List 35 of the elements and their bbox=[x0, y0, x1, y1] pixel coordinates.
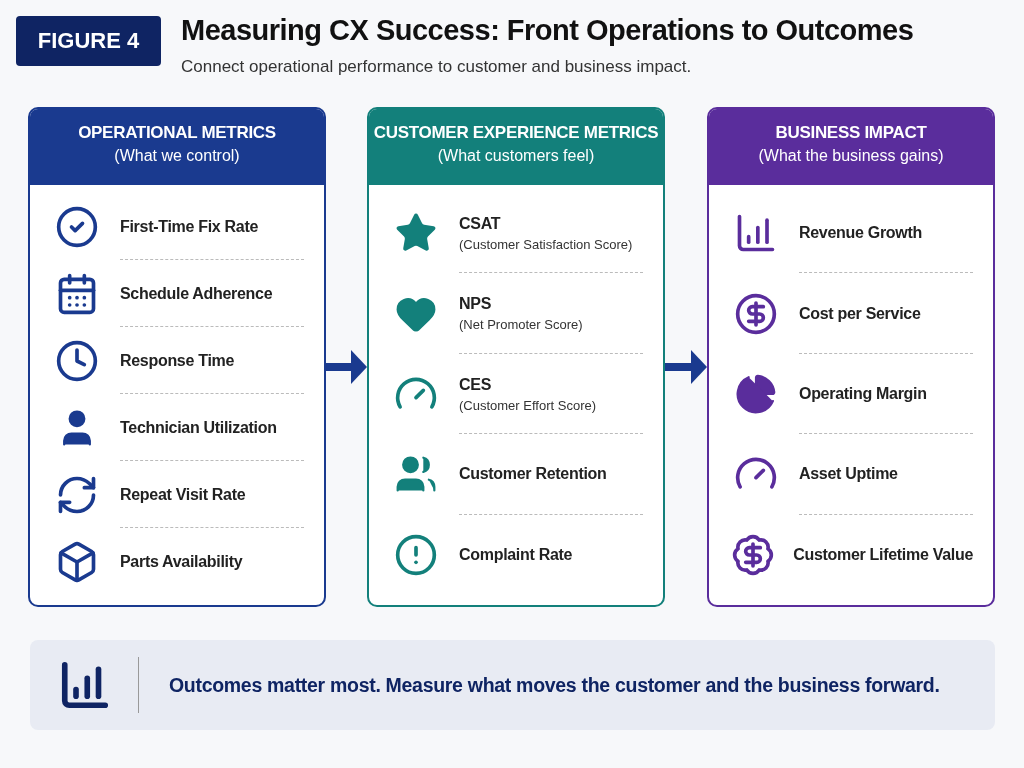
metric-name: Complaint Rate bbox=[459, 545, 573, 564]
metric-name: CES bbox=[459, 375, 492, 394]
metric-description: (Customer Satisfaction Score) bbox=[459, 236, 633, 252]
metric-name: First-Time Fix Rate bbox=[120, 217, 259, 236]
panel-subheading: (What we control) bbox=[114, 147, 240, 165]
metric-description: (Customer Effort Score) bbox=[459, 397, 597, 413]
metric-name: Cost per Service bbox=[799, 304, 921, 323]
metric-name: Revenue Growth bbox=[799, 224, 922, 243]
arrow bbox=[665, 350, 707, 384]
metric-panel bbox=[367, 107, 665, 607]
arrow bbox=[326, 350, 367, 384]
subtitle: Connect operational performance to customer and business impact. bbox=[181, 57, 692, 77]
metric-name: Technician Utilization bbox=[120, 418, 277, 437]
summary-text: Outcomes matter most. Measure what moves the customer and the business forward. bbox=[169, 673, 940, 697]
metric-name: Response Time bbox=[120, 351, 235, 370]
metric-name: Schedule Adherence bbox=[120, 284, 273, 303]
metric-panel bbox=[28, 107, 326, 607]
metric-name: CSAT bbox=[459, 214, 502, 233]
panel-heading: BUSINESS IMPACT bbox=[775, 123, 927, 143]
panel-heading: CUSTOMER EXPERIENCE METRICS bbox=[373, 123, 659, 143]
metric-description: (Net Promoter Score) bbox=[459, 317, 583, 333]
panel-subheading: (What the business gains) bbox=[758, 147, 944, 165]
metric-name: Customer Lifetime Value bbox=[793, 545, 973, 564]
metric-name: Operating Margin bbox=[799, 385, 927, 403]
metric-panel bbox=[707, 107, 995, 607]
title: Measuring CX Success: Front Operations to Outcomes bbox=[181, 14, 914, 47]
metric-name: Parts Availability bbox=[120, 552, 243, 571]
metric-name: NPS bbox=[459, 295, 492, 314]
figure-badge: FIGURE 4 bbox=[16, 16, 161, 66]
metric-name: Asset Uptime bbox=[799, 465, 898, 484]
metric-name: Repeat Visit Rate bbox=[120, 485, 246, 504]
summary-banner bbox=[30, 640, 995, 730]
panel-subheading: (What customers feel) bbox=[437, 147, 595, 165]
metric-name: Customer Retention bbox=[459, 465, 607, 484]
panel-heading: OPERATIONAL METRICS bbox=[78, 123, 276, 143]
